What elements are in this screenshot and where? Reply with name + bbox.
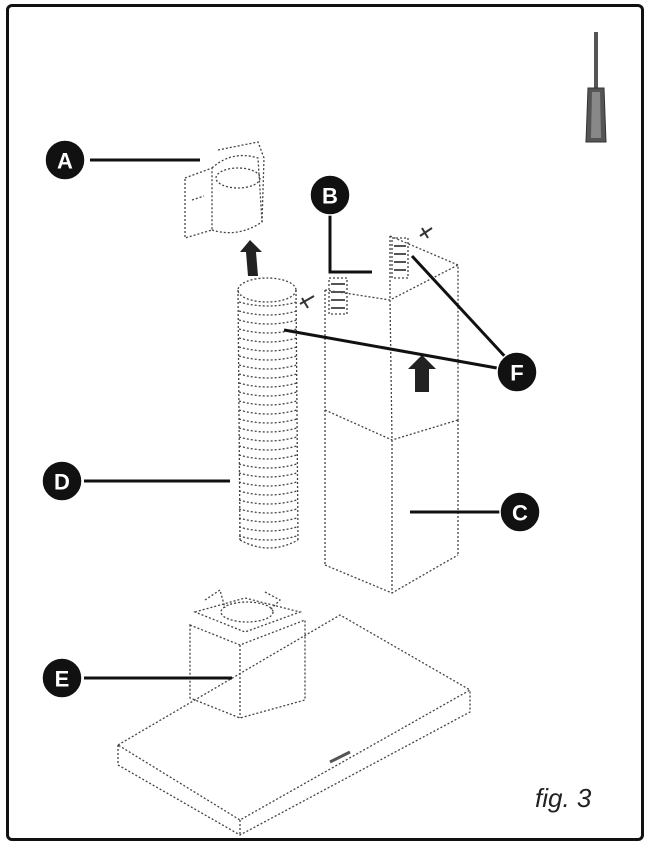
duct-ring xyxy=(238,319,298,325)
svg-text:A: A xyxy=(57,149,73,174)
screw-icon xyxy=(419,227,433,239)
part-d-duct xyxy=(237,277,299,549)
screwdriver-icon xyxy=(585,32,607,143)
part-b-bracket xyxy=(328,277,348,315)
duct-ring xyxy=(238,463,298,469)
duct-ring xyxy=(238,373,298,379)
duct-ring xyxy=(238,346,298,352)
duct-ring xyxy=(238,310,298,316)
hood-canopy xyxy=(116,614,472,836)
duct-ring xyxy=(238,436,298,442)
leader-line-f2 xyxy=(410,254,512,364)
marker-d: D xyxy=(41,460,83,502)
marker-c: C xyxy=(499,491,541,533)
up-arrow-icon xyxy=(408,355,436,392)
duct-ring xyxy=(238,445,298,451)
svg-text:C: C xyxy=(512,501,528,526)
leader-line-b xyxy=(328,210,372,274)
duct-ring xyxy=(238,337,298,343)
part-e-motor xyxy=(189,588,306,719)
marker-e: E xyxy=(41,657,83,699)
duct-ring xyxy=(238,481,298,487)
part-f-bracket xyxy=(391,237,409,279)
svg-text:E: E xyxy=(55,667,70,692)
duct-ring xyxy=(238,355,298,361)
up-arrow-icon xyxy=(240,240,262,276)
svg-text:B: B xyxy=(322,184,338,209)
svg-text:F: F xyxy=(510,361,523,386)
marker-a: A xyxy=(44,139,86,181)
duct-ring xyxy=(238,400,298,406)
figure-caption: fig. 3 xyxy=(535,783,592,813)
duct-ring xyxy=(238,454,298,460)
duct-ring xyxy=(238,535,298,541)
marker-b: B xyxy=(309,174,351,216)
duct-ring xyxy=(238,490,298,496)
duct-ring xyxy=(238,364,298,370)
duct-ring xyxy=(238,391,298,397)
marker-f: F xyxy=(496,351,538,393)
leader-line-f1 xyxy=(283,328,509,372)
svg-text:D: D xyxy=(54,470,70,495)
duct-ring xyxy=(238,517,298,523)
screw-icon xyxy=(299,295,315,309)
duct-ring xyxy=(238,382,298,388)
duct-ring xyxy=(238,427,298,433)
duct-ring xyxy=(238,418,298,424)
duct-ring xyxy=(238,508,298,514)
part-c-chimney xyxy=(299,227,459,594)
part-a-bracket xyxy=(184,141,265,239)
duct-ring xyxy=(238,472,298,478)
duct-ring xyxy=(238,301,298,307)
duct-ring xyxy=(238,409,298,415)
duct-ring xyxy=(238,499,298,505)
duct-ring xyxy=(238,526,298,532)
